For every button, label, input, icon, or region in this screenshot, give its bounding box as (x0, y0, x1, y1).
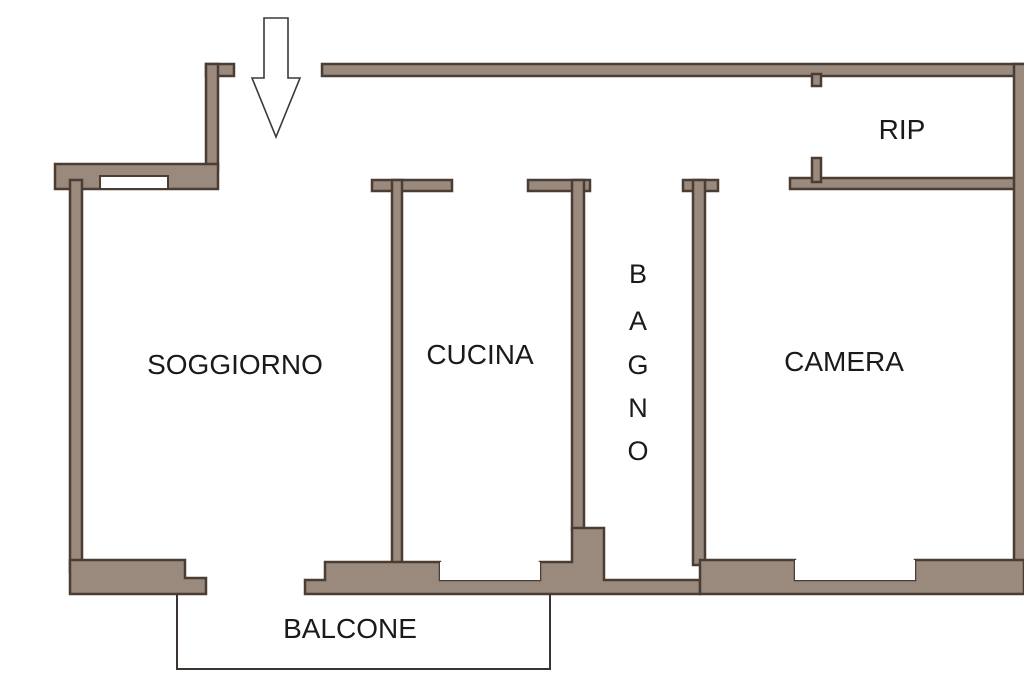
room-label-bagno-letter: O (627, 436, 648, 466)
wall-bagno-top-cap (526, 178, 592, 193)
wall-camera-window-gap (795, 560, 915, 580)
wall-camera-left (691, 178, 707, 567)
wall-rip-door-lower (810, 156, 823, 184)
wall-cucina-top-cap (370, 178, 454, 193)
wall-cucina-left (390, 178, 404, 567)
wall-rip-door-upper (810, 72, 823, 88)
wall-left-outer (68, 178, 84, 574)
room-label-soggiorno: SOGGIORNO (147, 349, 323, 380)
room-label-cucina: CUCINA (426, 339, 534, 370)
room-label-bagno-letter: N (628, 393, 648, 423)
wall-cucina-window-gap (440, 562, 540, 580)
wall-entry-left (204, 62, 220, 172)
wall-top-outer (320, 62, 1024, 78)
wall-soggiorno-top-inner (99, 175, 169, 190)
wall-bottom-cucina (303, 526, 702, 596)
room-label-bagno-letter: A (629, 306, 647, 336)
wall-bagno-left (570, 178, 586, 532)
wall-rip-bottom (788, 176, 1024, 191)
entrance-arrow-icon (250, 17, 302, 140)
wall-right-outer (1012, 62, 1024, 581)
wall-bottom-soggiorno (68, 558, 208, 596)
room-label-bagno-letter: B (629, 259, 647, 289)
room-label-bagno-letter: G (627, 350, 648, 380)
room-label-rip: RIP (879, 114, 926, 145)
balcony-outline (176, 594, 551, 670)
room-label-camera: CAMERA (784, 346, 904, 377)
room-label-balcone: BALCONE (283, 613, 417, 644)
